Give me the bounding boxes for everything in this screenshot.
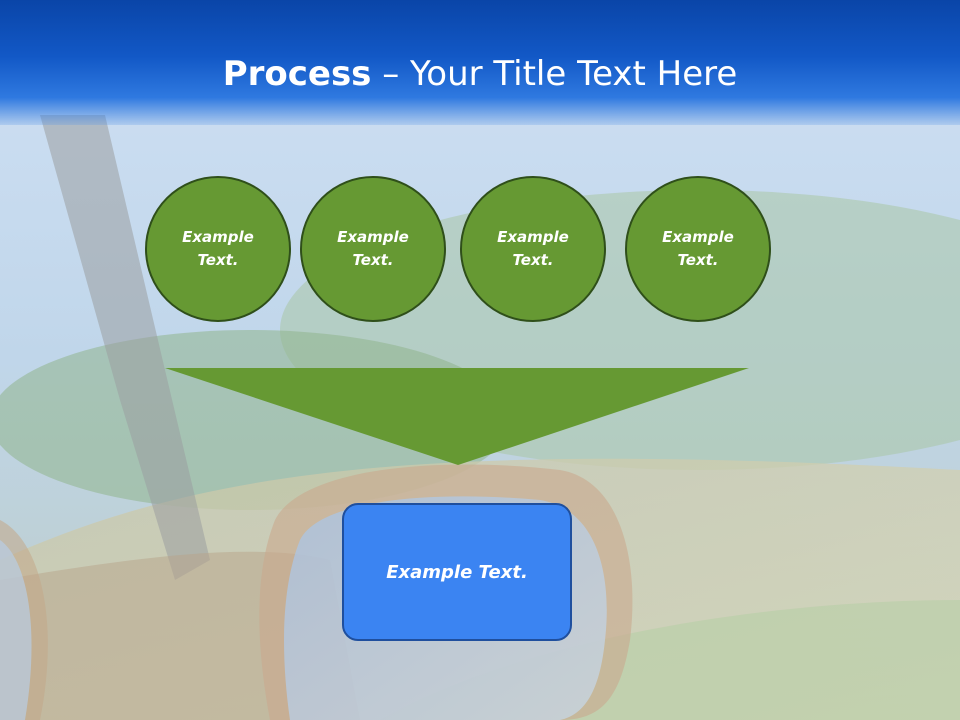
funnel-arrow — [165, 368, 749, 465]
step-circle-1: Example Text. — [145, 176, 291, 322]
funnel-triangle — [165, 368, 749, 465]
step-circle-4: Example Text. — [625, 176, 771, 322]
step-label-1: Example Text. — [182, 228, 254, 269]
title-bold: Process — [222, 54, 372, 94]
step-label-2: Example Text. — [337, 228, 409, 269]
result-box: Example Text. — [342, 503, 572, 641]
step-circle-2: Example Text. — [300, 176, 446, 322]
step-label-3: Example Text. — [497, 228, 569, 269]
step-label-4: Example Text. — [662, 228, 734, 269]
header-band — [0, 0, 960, 125]
result-label: Example Text. — [386, 561, 528, 583]
step-circle-3: Example Text. — [460, 176, 606, 322]
title-rest: – Your Title Text Here — [371, 54, 738, 94]
slide-title: Process – Your Title Text Here — [0, 52, 960, 96]
